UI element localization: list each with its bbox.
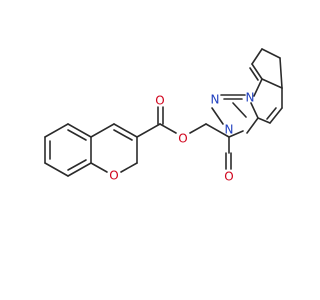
bond-double-inner [249,67,259,81]
bonds [44,48,283,177]
bond [189,123,207,134]
bond [67,162,92,177]
bond [269,107,283,124]
bond [159,123,177,134]
bond [261,78,283,89]
atom-o-carbonyl-ester: O [155,94,164,108]
atom-o-triazolone: O [224,170,233,184]
bond [228,130,244,138]
bond [113,123,138,138]
bond [67,123,92,138]
bond [205,123,230,138]
bond [90,123,115,138]
bond [253,78,263,97]
bond [120,162,138,173]
bond [44,162,69,177]
atom-n-4: N [225,123,234,137]
chemical-structure: O O O O N N N [44,48,283,184]
bond [136,123,161,138]
bond [279,57,283,89]
bond [251,63,263,80]
bond-double-inner [266,107,277,120]
bond [232,102,247,118]
atom-labels: O O O O N N N [109,91,254,184]
atom-n-2: N [246,91,255,105]
bond [44,123,69,138]
bond-double-inner [67,129,87,141]
bond-double-inner [113,129,133,141]
atom-o-ester: O [178,132,187,146]
bond [250,102,259,119]
atom-n-1: N [211,93,220,107]
bond-double-inner [67,159,87,171]
bond [211,107,224,125]
bond [90,162,108,173]
bond [261,48,281,59]
bond [257,117,271,124]
bond [251,48,263,65]
atom-o-ring: O [109,169,118,183]
bond [246,117,259,134]
